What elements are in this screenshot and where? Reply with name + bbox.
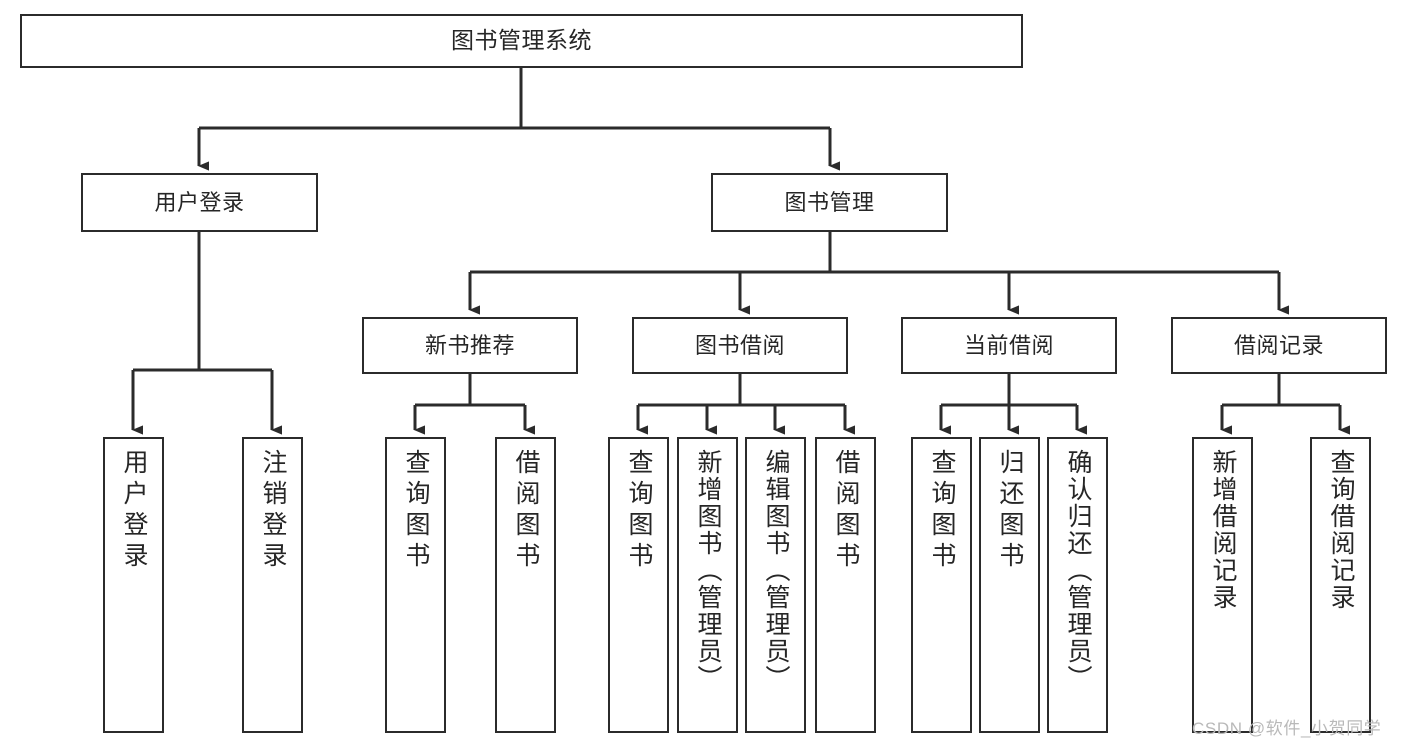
node-label: 当前借阅 — [963, 332, 1054, 358]
node-label: 编辑图书（管理员） — [762, 449, 790, 692]
node-new-book-recommend[interactable]: 新书推荐 — [362, 317, 578, 374]
leaf-query-book-current[interactable]: 查询图书 — [911, 437, 972, 733]
node-borrow-record[interactable]: 借阅记录 — [1171, 317, 1387, 374]
node-label: 确认归还（管理员） — [1064, 449, 1092, 692]
node-label: 用户登录 — [154, 189, 245, 215]
node-user-login[interactable]: 用户登录 — [81, 173, 318, 232]
leaf-borrow-book[interactable]: 借阅图书 — [815, 437, 876, 733]
node-label: 查询图书 — [625, 449, 653, 573]
leaf-borrow-book-recommend[interactable]: 借阅图书 — [495, 437, 556, 733]
node-label: 查询图书 — [928, 449, 956, 573]
leaf-query-book-recommend[interactable]: 查询图书 — [385, 437, 446, 733]
node-label: 新增图书（管理员） — [694, 449, 722, 692]
node-label: 归还图书 — [996, 449, 1024, 573]
node-label: 借阅记录 — [1233, 332, 1324, 358]
node-label: 图书借阅 — [694, 332, 785, 358]
node-label: 查询图书 — [402, 449, 430, 573]
leaf-query-book-borrow[interactable]: 查询图书 — [608, 437, 669, 733]
leaf-query-borrow-record[interactable]: 查询借阅记录 — [1310, 437, 1371, 733]
node-label: 借阅图书 — [512, 449, 540, 573]
node-label: 用户登录 — [120, 449, 148, 573]
leaf-return-book[interactable]: 归还图书 — [979, 437, 1040, 733]
leaf-user-login[interactable]: 用户登录 — [103, 437, 164, 733]
leaf-logout[interactable]: 注销登录 — [242, 437, 303, 733]
csdn-watermark: CSDN @软件_小贺同学 — [1192, 719, 1382, 738]
node-label: 图书管理系统 — [451, 27, 592, 54]
leaf-confirm-return-admin[interactable]: 确认归还（管理员） — [1047, 437, 1108, 733]
node-label: 注销登录 — [259, 449, 287, 573]
node-label: 新书推荐 — [424, 332, 515, 358]
node-book-borrow[interactable]: 图书借阅 — [632, 317, 848, 374]
node-root-book-management-system[interactable]: 图书管理系统 — [20, 14, 1023, 68]
node-label: 查询借阅记录 — [1327, 449, 1355, 611]
node-label: 新增借阅记录 — [1209, 449, 1237, 611]
leaf-add-borrow-record[interactable]: 新增借阅记录 — [1192, 437, 1253, 733]
leaf-edit-book-admin[interactable]: 编辑图书（管理员） — [745, 437, 806, 733]
node-current-borrow[interactable]: 当前借阅 — [901, 317, 1117, 374]
leaf-add-book-admin[interactable]: 新增图书（管理员） — [677, 437, 738, 733]
node-label: 借阅图书 — [832, 449, 860, 573]
node-book-management[interactable]: 图书管理 — [711, 173, 948, 232]
node-label: 图书管理 — [784, 189, 875, 215]
